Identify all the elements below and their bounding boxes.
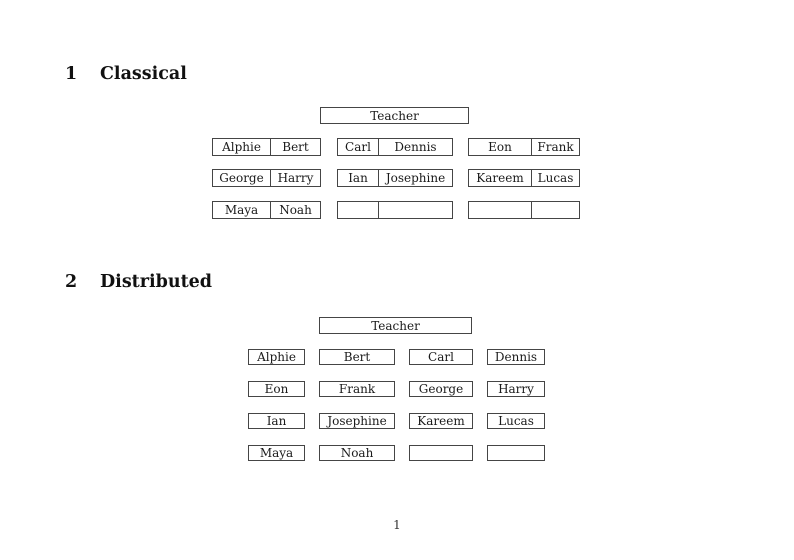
seat-box: Bert	[319, 349, 395, 365]
seat-box: Dennis	[487, 349, 545, 365]
desk-box: Carl Dennis	[337, 138, 453, 156]
desk-box: Alphie Bert	[212, 138, 321, 156]
desk-box-empty	[337, 201, 453, 219]
desk-seat-right	[379, 202, 452, 218]
seat-box: Alphie	[248, 349, 305, 365]
desk-box: Maya Noah	[212, 201, 321, 219]
seat-box: Carl	[409, 349, 473, 365]
desk-box: Eon Frank	[468, 138, 580, 156]
desk-box: Kareem Lucas	[468, 169, 580, 187]
desk-seat-left: Maya	[213, 202, 271, 218]
seat-box: Ian	[248, 413, 305, 429]
desk-seat-left: Eon	[469, 139, 532, 155]
desk-seat-left: George	[213, 170, 271, 186]
seat-box-empty	[487, 445, 545, 461]
section-number: 2	[65, 272, 78, 292]
seat-box: George	[409, 381, 473, 397]
desk-box-empty	[468, 201, 580, 219]
seat-box: Lucas	[487, 413, 545, 429]
classical-teacher-box: Teacher	[320, 107, 469, 124]
desk-seat-right	[532, 202, 579, 218]
seat-box-empty	[409, 445, 473, 461]
desk-seat-left: Kareem	[469, 170, 532, 186]
desk-seat-right: Harry	[277, 171, 314, 185]
seat-box: Kareem	[409, 413, 473, 429]
desk-seat-right: Josephine	[385, 171, 446, 185]
desk-seat-left: Ian	[338, 170, 379, 186]
section-heading-classical: 1 Classical	[65, 64, 187, 84]
desk-seat-right: Noah	[279, 203, 312, 217]
desk-seat-left	[469, 202, 532, 218]
desk-seat-right: Frank	[537, 140, 574, 154]
desk-seat-right: Lucas	[537, 171, 574, 185]
desk-seat-right: Bert	[282, 140, 309, 154]
desk-box: George Harry	[212, 169, 321, 187]
seat-box: Harry	[487, 381, 545, 397]
desk-seat-left: Carl	[338, 139, 379, 155]
page-number: 1	[393, 518, 401, 532]
section-title: Distributed	[100, 272, 213, 292]
desk-seat-right: Dennis	[394, 140, 437, 154]
seat-box: Noah	[319, 445, 395, 461]
desk-seat-left: Alphie	[213, 139, 271, 155]
seat-box: Frank	[319, 381, 395, 397]
seat-box: Maya	[248, 445, 305, 461]
section-title: Classical	[100, 64, 187, 84]
seat-box: Josephine	[319, 413, 395, 429]
seat-box: Eon	[248, 381, 305, 397]
section-heading-distributed: 2 Distributed	[65, 272, 212, 292]
desk-seat-left	[338, 202, 379, 218]
distributed-teacher-box: Teacher	[319, 317, 472, 334]
section-number: 1	[65, 64, 78, 84]
desk-box: Ian Josephine	[337, 169, 453, 187]
